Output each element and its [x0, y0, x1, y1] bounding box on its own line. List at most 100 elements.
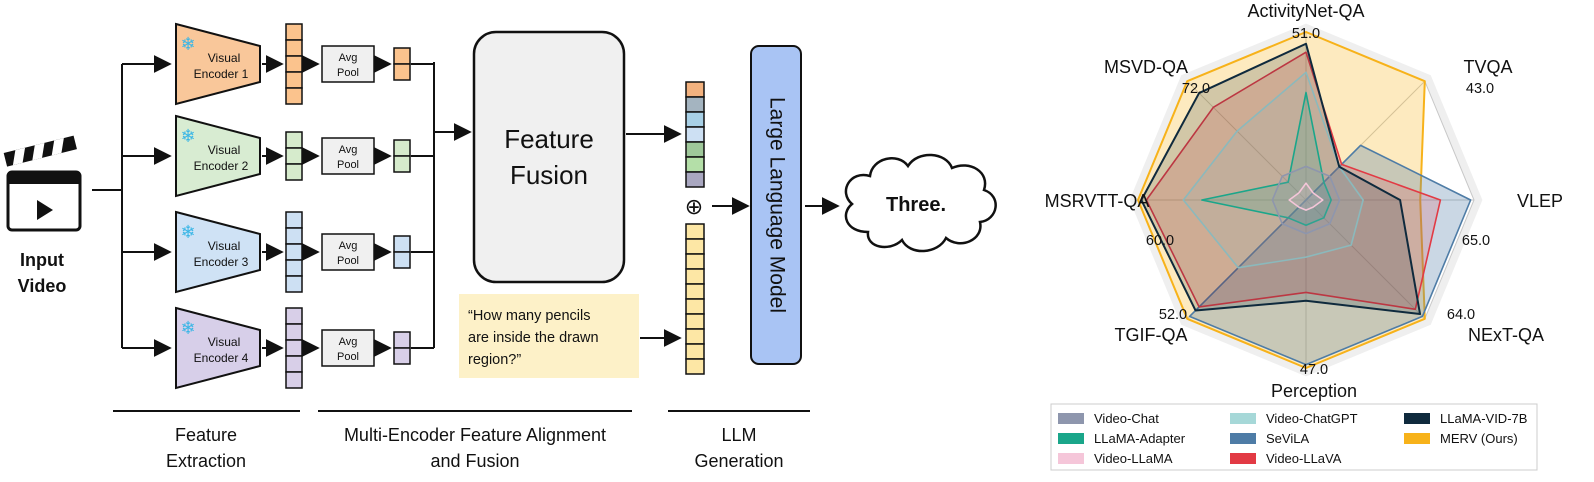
snowflake-icon: ❄	[180, 222, 195, 243]
radar-axis-max-value: 47.0	[1300, 362, 1328, 378]
encoder-token	[285, 147, 303, 165]
snowflake-icon: ❄	[180, 126, 195, 147]
encoder-label-line1: Visual	[208, 51, 240, 65]
encoder-token	[285, 55, 303, 73]
fused-token	[685, 111, 705, 128]
text-token	[685, 298, 705, 315]
llm-label: Large Language Model	[765, 97, 788, 313]
question-line3: region?”	[468, 352, 521, 368]
radar-axis-label: Perception	[1271, 381, 1357, 401]
visual-encoder-4	[175, 306, 261, 390]
encoder-token	[285, 243, 303, 261]
output-cloud	[844, 153, 997, 253]
encoder-label-line2: Encoder 2	[194, 159, 249, 173]
legend-label: Video-LLaMA	[1094, 451, 1173, 466]
radar-axis-max-value: 43.0	[1466, 81, 1494, 97]
encoder-token	[285, 163, 303, 181]
encoder-token	[285, 339, 303, 357]
pooled-token	[393, 331, 411, 349]
question-line1: “How many pencils	[468, 308, 591, 324]
pool-label-line1: Avg	[339, 240, 358, 252]
input-connectors	[92, 55, 172, 357]
input-label-line1: Input	[20, 250, 64, 270]
pool-label-line2: Pool	[337, 159, 359, 171]
radar-axis-label: VLEP	[1517, 191, 1563, 211]
fusion-label-line2: Fusion	[510, 160, 588, 190]
avg-pool-box	[321, 45, 375, 83]
feature-fusion-block	[472, 30, 626, 284]
legend-swatch	[1058, 413, 1084, 424]
radar-spoke	[1186, 80, 1307, 201]
radar-axis-label: TVQA	[1463, 57, 1512, 77]
radar-axis-label: MSVD-QA	[1104, 57, 1188, 77]
legend-box	[1050, 403, 1538, 471]
encoder-token	[285, 23, 303, 41]
legend-swatch	[1058, 453, 1084, 464]
encoder-token	[285, 307, 303, 325]
output-text: Three.	[886, 194, 946, 216]
radar-chart: ActivityNet-QA51.0TVQA43.0VLEP65.0NExT-Q…	[1045, 1, 1563, 401]
encoder-token	[285, 71, 303, 89]
encoder-label-line2: Encoder 1	[194, 67, 249, 81]
question-box	[459, 294, 639, 378]
pooled-token	[393, 251, 411, 269]
legend-label: SeViLA	[1266, 431, 1309, 446]
legend-label: Video-Chat	[1094, 411, 1159, 426]
text-token	[685, 268, 705, 285]
text-token	[685, 328, 705, 345]
text-tokens	[685, 223, 705, 375]
legend-item: Video-Chat	[1058, 411, 1159, 426]
fused-token	[685, 81, 705, 98]
input-label-line2: Video	[18, 276, 67, 296]
snowflake-icon: ❄	[180, 318, 195, 339]
text-token	[685, 253, 705, 270]
legend-swatch	[1404, 413, 1430, 424]
section2-line1: Multi-Encoder Feature Alignment	[344, 425, 606, 445]
radar-axis-max-value: 60.0	[1146, 233, 1174, 249]
legend-item: SeViLA	[1230, 431, 1309, 446]
pool-label-line2: Pool	[337, 255, 359, 267]
encoder-token	[285, 39, 303, 57]
text-token	[685, 343, 705, 360]
radar-axis-label: MSRVTT-QA	[1045, 191, 1150, 211]
pool-label-line1: Avg	[339, 144, 358, 156]
encoder-label-line2: Encoder 3	[194, 255, 249, 269]
visual-encoder-1	[175, 22, 261, 106]
encoder-token	[285, 323, 303, 341]
legend-label: LLaMA-Adapter	[1094, 431, 1186, 446]
legend-label: Video-ChatGPT	[1266, 411, 1358, 426]
visual-encoder-3	[175, 210, 261, 294]
legend-label: MERV (Ours)	[1440, 431, 1518, 446]
pool-label-line1: Avg	[339, 52, 358, 64]
text-token	[685, 283, 705, 300]
encoder-token	[285, 259, 303, 277]
radar-axis-max-value: 64.0	[1447, 307, 1475, 323]
legend-item: MERV (Ours)	[1404, 431, 1518, 446]
legend-swatch	[1058, 433, 1084, 444]
question-line2: are inside the drawn	[468, 330, 599, 346]
radar-axis-max-value: 65.0	[1462, 233, 1490, 249]
section1-line2: Extraction	[166, 451, 246, 471]
text-token	[685, 223, 705, 240]
encoder-token	[285, 87, 303, 105]
encoder-label-line1: Visual	[208, 335, 240, 349]
avg-pool-box	[321, 233, 375, 271]
encoder-token	[285, 275, 303, 293]
pooled-token	[393, 47, 411, 65]
pooled-token	[393, 139, 411, 157]
legend-item: Video-LLaMA	[1058, 451, 1173, 466]
radar-axis-max-value: 51.0	[1292, 26, 1320, 42]
legend-swatch	[1230, 433, 1256, 444]
pool-label-line1: Avg	[339, 336, 358, 348]
fused-token	[685, 171, 705, 188]
radar-spoke	[1305, 199, 1426, 320]
radar-axis-label: TGIF-QA	[1115, 325, 1188, 345]
radar-series-merv-ours-	[1137, 31, 1426, 369]
clapperboard-icon	[3, 135, 82, 232]
encoder-label-line1: Visual	[208, 239, 240, 253]
